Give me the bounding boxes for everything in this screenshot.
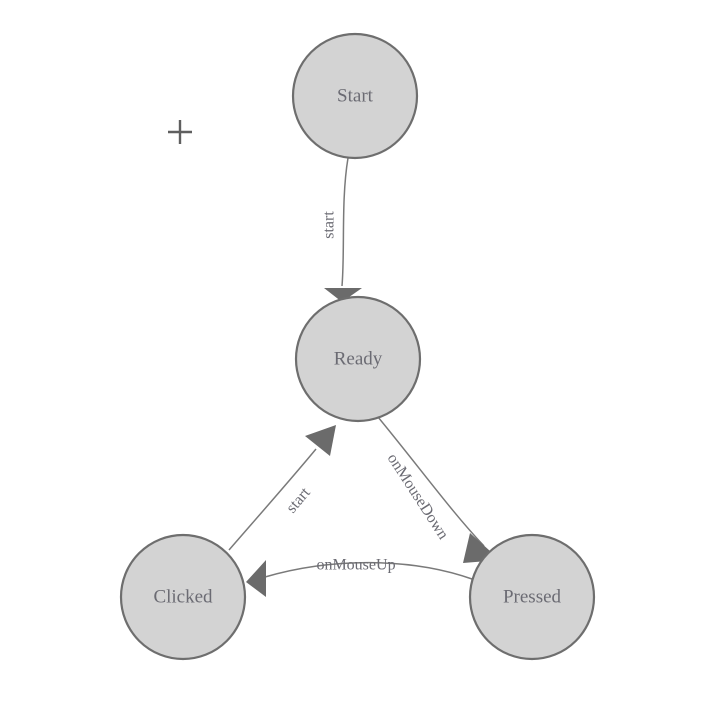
arrow-head-icon xyxy=(305,425,336,456)
node-shape xyxy=(119,533,247,661)
node-label-pressed: Pressed xyxy=(503,586,562,607)
node-label-clicked: Clicked xyxy=(153,586,213,607)
node-label-ready: Ready xyxy=(334,348,383,369)
edge-clicked-to-ready[interactable]: start xyxy=(228,425,336,551)
node-pressed[interactable]: Pressed xyxy=(468,533,596,661)
edge-line xyxy=(341,157,349,287)
edge-line xyxy=(377,416,485,547)
node-shape xyxy=(468,533,596,661)
crosshair-marker xyxy=(168,120,192,144)
arrow-head-icon xyxy=(324,288,362,302)
node-start[interactable]: Start xyxy=(291,32,419,160)
node-shape xyxy=(294,295,422,423)
edge-label-pressed-to-clicked: onMouseUp xyxy=(316,557,395,574)
edge-line xyxy=(264,561,473,580)
edge-label-clicked-to-ready: start xyxy=(283,484,314,516)
node-shape xyxy=(291,32,419,160)
edge-ready-to-pressed[interactable]: onMouseDown xyxy=(377,416,500,563)
node-label-start: Start xyxy=(337,85,374,106)
node-ready[interactable]: Ready xyxy=(294,295,422,423)
node-clicked[interactable]: Clicked xyxy=(119,533,247,661)
edge-pressed-to-clicked[interactable]: onMouseUp xyxy=(246,557,473,597)
nodes-layer: Start Ready Clicked Pressed xyxy=(119,32,596,661)
arrow-head-icon xyxy=(246,560,266,597)
edge-line xyxy=(228,448,317,551)
edge-start-to-ready[interactable]: start xyxy=(321,157,362,302)
edge-label-start-to-ready: start xyxy=(321,211,338,239)
